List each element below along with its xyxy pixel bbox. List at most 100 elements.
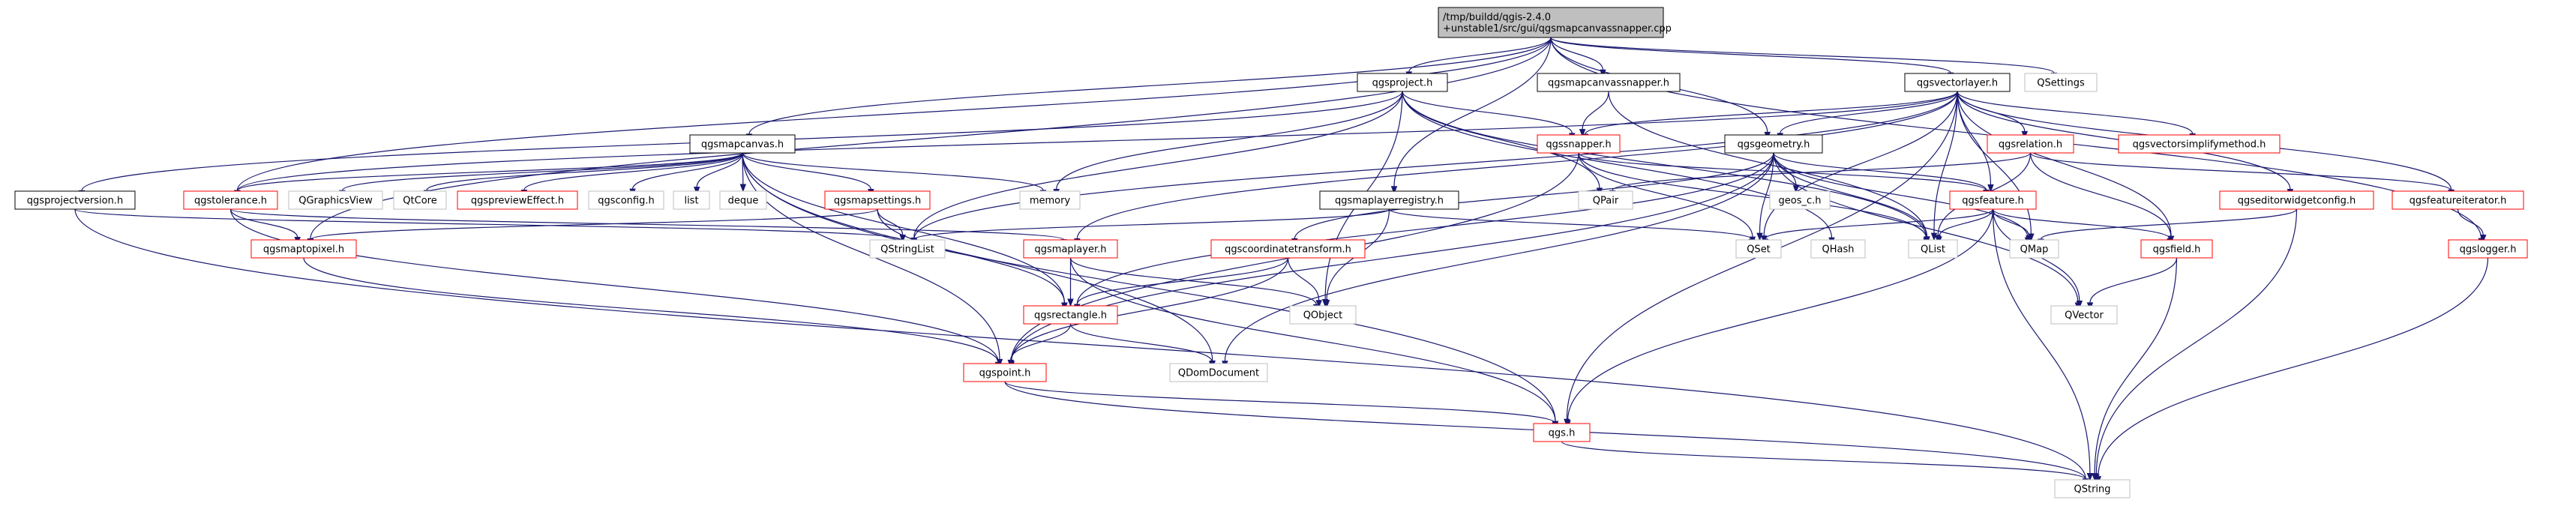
node-label: QtCore	[403, 196, 436, 207]
node-qgraphicsview: QGraphicsView	[288, 190, 383, 210]
edge-qgsrelation-to-qgsfield	[2029, 152, 2174, 244]
edge-root-to-qgsmaplayerregistry	[1390, 37, 1552, 195]
node-qgseditorwidgetconfig[interactable]: qgseditorwidgetconfig.h	[2219, 190, 2374, 210]
node-label: qgslogger.h	[2460, 244, 2517, 256]
node-qgspoint[interactable]: qgspoint.h	[963, 363, 1047, 382]
node-qgssnapper[interactable]: qgssnapper.h	[1537, 134, 1621, 154]
node-box	[1578, 190, 1633, 210]
node-label: qgsmapsettings.h	[834, 196, 921, 207]
node-box	[588, 190, 664, 210]
node-qgstolerance[interactable]: qgstolerance.h	[183, 190, 278, 210]
edge-qgsgeometry-to-qset	[1756, 152, 1774, 241]
node-label: QVector	[2065, 310, 2104, 322]
node-label: QHash	[1822, 244, 1855, 256]
edge-qgsfeature-to-qlist	[1936, 208, 1994, 245]
node-box	[1904, 73, 2011, 92]
node-label: qgsrectangle.h	[1034, 310, 1107, 322]
node-geos_c: geos_c.h	[1769, 190, 1831, 210]
node-qgs[interactable]: qgs.h	[1533, 423, 1591, 442]
edge-qgsfeatureiterator-to-qgslogger	[2457, 208, 2487, 243]
node-qgsprojectversion[interactable]: qgsprojectversion.h	[14, 190, 136, 210]
edge-qgsmapsettings-to-qgsrectangle	[877, 208, 1068, 311]
node-qgsvectorsimplifymethod[interactable]: qgsvectorsimplifymethod.h	[2118, 134, 2281, 154]
node-box	[963, 363, 1047, 382]
edge-root-to-qgstolerance	[234, 37, 1552, 199]
node-qgsvectorlayer[interactable]: qgsvectorlayer.h	[1904, 73, 2011, 92]
node-label: QMap	[2020, 244, 2049, 256]
node-qgsfeature[interactable]: qgsfeature.h	[1949, 190, 2037, 210]
node-label: QSet	[1747, 244, 1771, 256]
node-qmap: QMap	[2009, 239, 2059, 259]
edge-qgsfeature-to-qvector	[1992, 208, 2083, 309]
node-qgsmaplayerregistry[interactable]: qgsmaplayerregistry.h	[1319, 190, 1459, 210]
edge-qgsvectorlayer-to-qgsgeometry	[1777, 91, 1958, 142]
node-qgsproject[interactable]: qgsproject.h	[1357, 73, 1448, 92]
node-qgsmapcanvas[interactable]: qgsmapcanvas.h	[689, 134, 796, 154]
edge-qgsmapcanvassnapper-to-qgssnapper	[1579, 91, 1609, 137]
node-qgsconfig: qgsconfig.h	[588, 190, 664, 210]
edge-qgspoint-to-qgs	[1004, 381, 1558, 431]
node-qgsfeatureiterator[interactable]: qgsfeatureiterator.h	[2392, 190, 2524, 210]
edge-qgsmapcanvas-to-qgspoint	[742, 152, 1003, 367]
node-qgscoordinatetransform[interactable]: qgscoordinatetransform.h	[1210, 239, 1366, 259]
edge-qgsproject-to-qstringlist	[910, 91, 1403, 246]
node-label: QPair	[1593, 196, 1619, 207]
node-box	[1724, 134, 1823, 154]
node-qsettings: QSettings	[2024, 73, 2098, 92]
node-box	[719, 190, 767, 210]
node-qgsmapsettings[interactable]: qgsmapsettings.h	[824, 190, 931, 210]
node-box	[2054, 479, 2131, 499]
node-box	[1949, 190, 2037, 210]
node-qgsmapcanvassnapper[interactable]: qgsmapcanvassnapper.h	[1537, 73, 1681, 92]
node-list: list	[673, 190, 710, 210]
edge-layer	[74, 37, 2489, 487]
node-box	[2448, 239, 2528, 259]
node-label: qgsmapcanvassnapper.h	[1548, 78, 1669, 89]
node-qgsgeometry[interactable]: qgsgeometry.h	[1724, 134, 1823, 154]
node-box	[869, 239, 946, 259]
node-qgslogger[interactable]: qgslogger.h	[2448, 239, 2528, 259]
node-box	[689, 134, 796, 154]
node-root[interactable]: /tmp/buildd/qgis-2.4.0+unstable1/src/gui…	[1438, 7, 1672, 38]
edge-qgsgeometry-to-qdomdocument	[1222, 152, 1774, 370]
edge-qgsmaplayer-to-qgsrectangle	[1067, 258, 1074, 307]
node-qgsmaplayer[interactable]: qgsmaplayer.h	[1023, 239, 1118, 259]
edge-qgsvectorlayer-to-qgstolerance	[234, 91, 1958, 199]
node-label: /tmp/buildd/qgis-2.4.0	[1443, 12, 1551, 23]
edge-qgslogger-to-qstring	[2095, 257, 2489, 484]
node-label: qgstolerance.h	[194, 196, 267, 207]
edge-qgsvectorlayer-to-qlist	[1930, 91, 1958, 241]
edge-qgsfield-to-qvector	[2086, 257, 2178, 311]
node-label: QSettings	[2037, 78, 2085, 89]
node-box	[2050, 305, 2118, 325]
node-label: qgsfeatureiterator.h	[2410, 196, 2507, 207]
edge-root-to-qgsmapcanvassnapper	[1550, 37, 1606, 78]
node-box	[1908, 239, 1958, 259]
node-label: qgsmaplayerregistry.h	[1335, 196, 1444, 207]
node-label: qgsprojectversion.h	[27, 196, 123, 207]
node-box	[1987, 134, 2074, 154]
node-qgsfield[interactable]: qgsfield.h	[2140, 239, 2213, 259]
node-box	[1357, 73, 1448, 92]
node-qgsmaptopixel[interactable]: qgsmaptopixel.h	[250, 239, 357, 259]
node-box	[1533, 423, 1591, 442]
node-label: qgsfield.h	[2153, 244, 2201, 256]
node-box	[1319, 190, 1459, 210]
edge-qgsfield-to-qstring	[2091, 257, 2178, 481]
node-label: qgsvectorlayer.h	[1917, 78, 1998, 89]
node-box	[673, 190, 710, 210]
node-box	[2219, 190, 2374, 210]
node-qhash: QHash	[1810, 239, 1866, 259]
edge-qgsmapsettings-to-qgsmaptopixel	[307, 208, 878, 247]
node-qdomdocument: QDomDocument	[1169, 363, 1268, 382]
node-qgsrelation[interactable]: qgsrelation.h	[1987, 134, 2074, 154]
node-qobject: QObject	[1289, 305, 1357, 325]
edge-qgsgeometry-to-qgspoint	[1008, 152, 1774, 370]
node-box	[14, 190, 136, 210]
node-label: geos_c.h	[1779, 196, 1822, 207]
node-qgsrectangle[interactable]: qgsrectangle.h	[1023, 305, 1118, 325]
node-box	[183, 190, 278, 210]
node-box	[1169, 363, 1268, 382]
node-qgspreviewEffect[interactable]: qgspreviewEffect.h	[457, 190, 578, 210]
node-qtcore: QtCore	[393, 190, 447, 210]
